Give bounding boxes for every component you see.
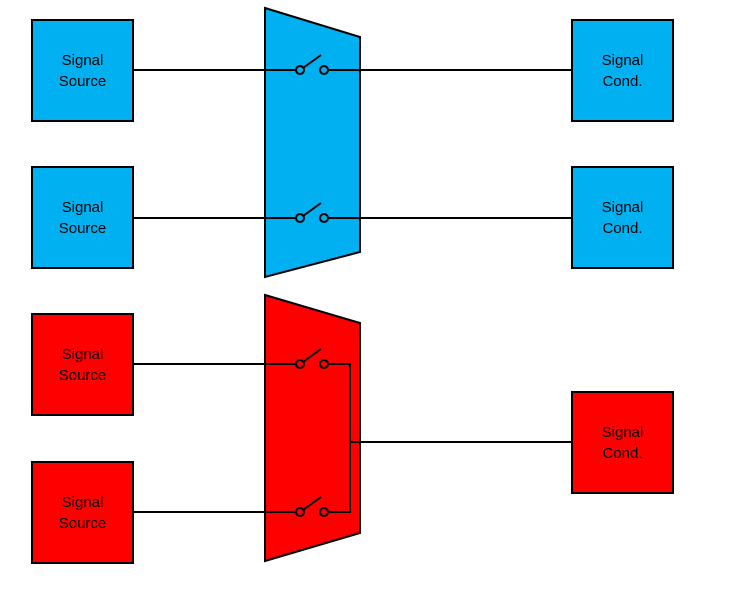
red-mux-trapezoid	[264, 293, 361, 563]
switch-blade	[302, 348, 322, 363]
open-switch-icon	[295, 202, 329, 223]
red-signal-source-1: Signal Source	[31, 313, 134, 416]
red-signal-cond-1: Signal Cond.	[571, 391, 674, 494]
switch-blade	[302, 54, 322, 69]
blue-mux-trapezoid	[264, 6, 361, 279]
signal-source-label: Signal Source	[58, 493, 107, 532]
signal-source-label: Signal Source	[58, 51, 107, 90]
switch-contact-right	[319, 359, 329, 369]
switch-contact-left	[295, 65, 305, 75]
switch-blade	[302, 496, 322, 511]
signal-cond-label: Signal Cond.	[601, 51, 644, 90]
switch-contact-right	[319, 65, 329, 75]
red-signal-source-2: Signal Source	[31, 461, 134, 564]
switch-contact-right	[319, 507, 329, 517]
blue-signal-source-2: Signal Source	[31, 166, 134, 269]
switch-contact-right	[319, 213, 329, 223]
blue-signal-source-1: Signal Source	[31, 19, 134, 122]
switch-contact-left	[295, 359, 305, 369]
open-switch-icon	[295, 54, 329, 75]
signal-cond-label: Signal Cond.	[601, 423, 644, 462]
switch-contact-left	[295, 507, 305, 517]
blue-signal-cond-2: Signal Cond.	[571, 166, 674, 269]
signal-source-label: Signal Source	[58, 198, 107, 237]
open-switch-icon	[295, 348, 329, 369]
blue-signal-cond-1: Signal Cond.	[571, 19, 674, 122]
open-switch-icon	[295, 496, 329, 517]
signal-cond-label: Signal Cond.	[601, 198, 644, 237]
switch-contact-left	[295, 213, 305, 223]
switch-blade	[302, 202, 322, 217]
signal-source-label: Signal Source	[58, 345, 107, 384]
